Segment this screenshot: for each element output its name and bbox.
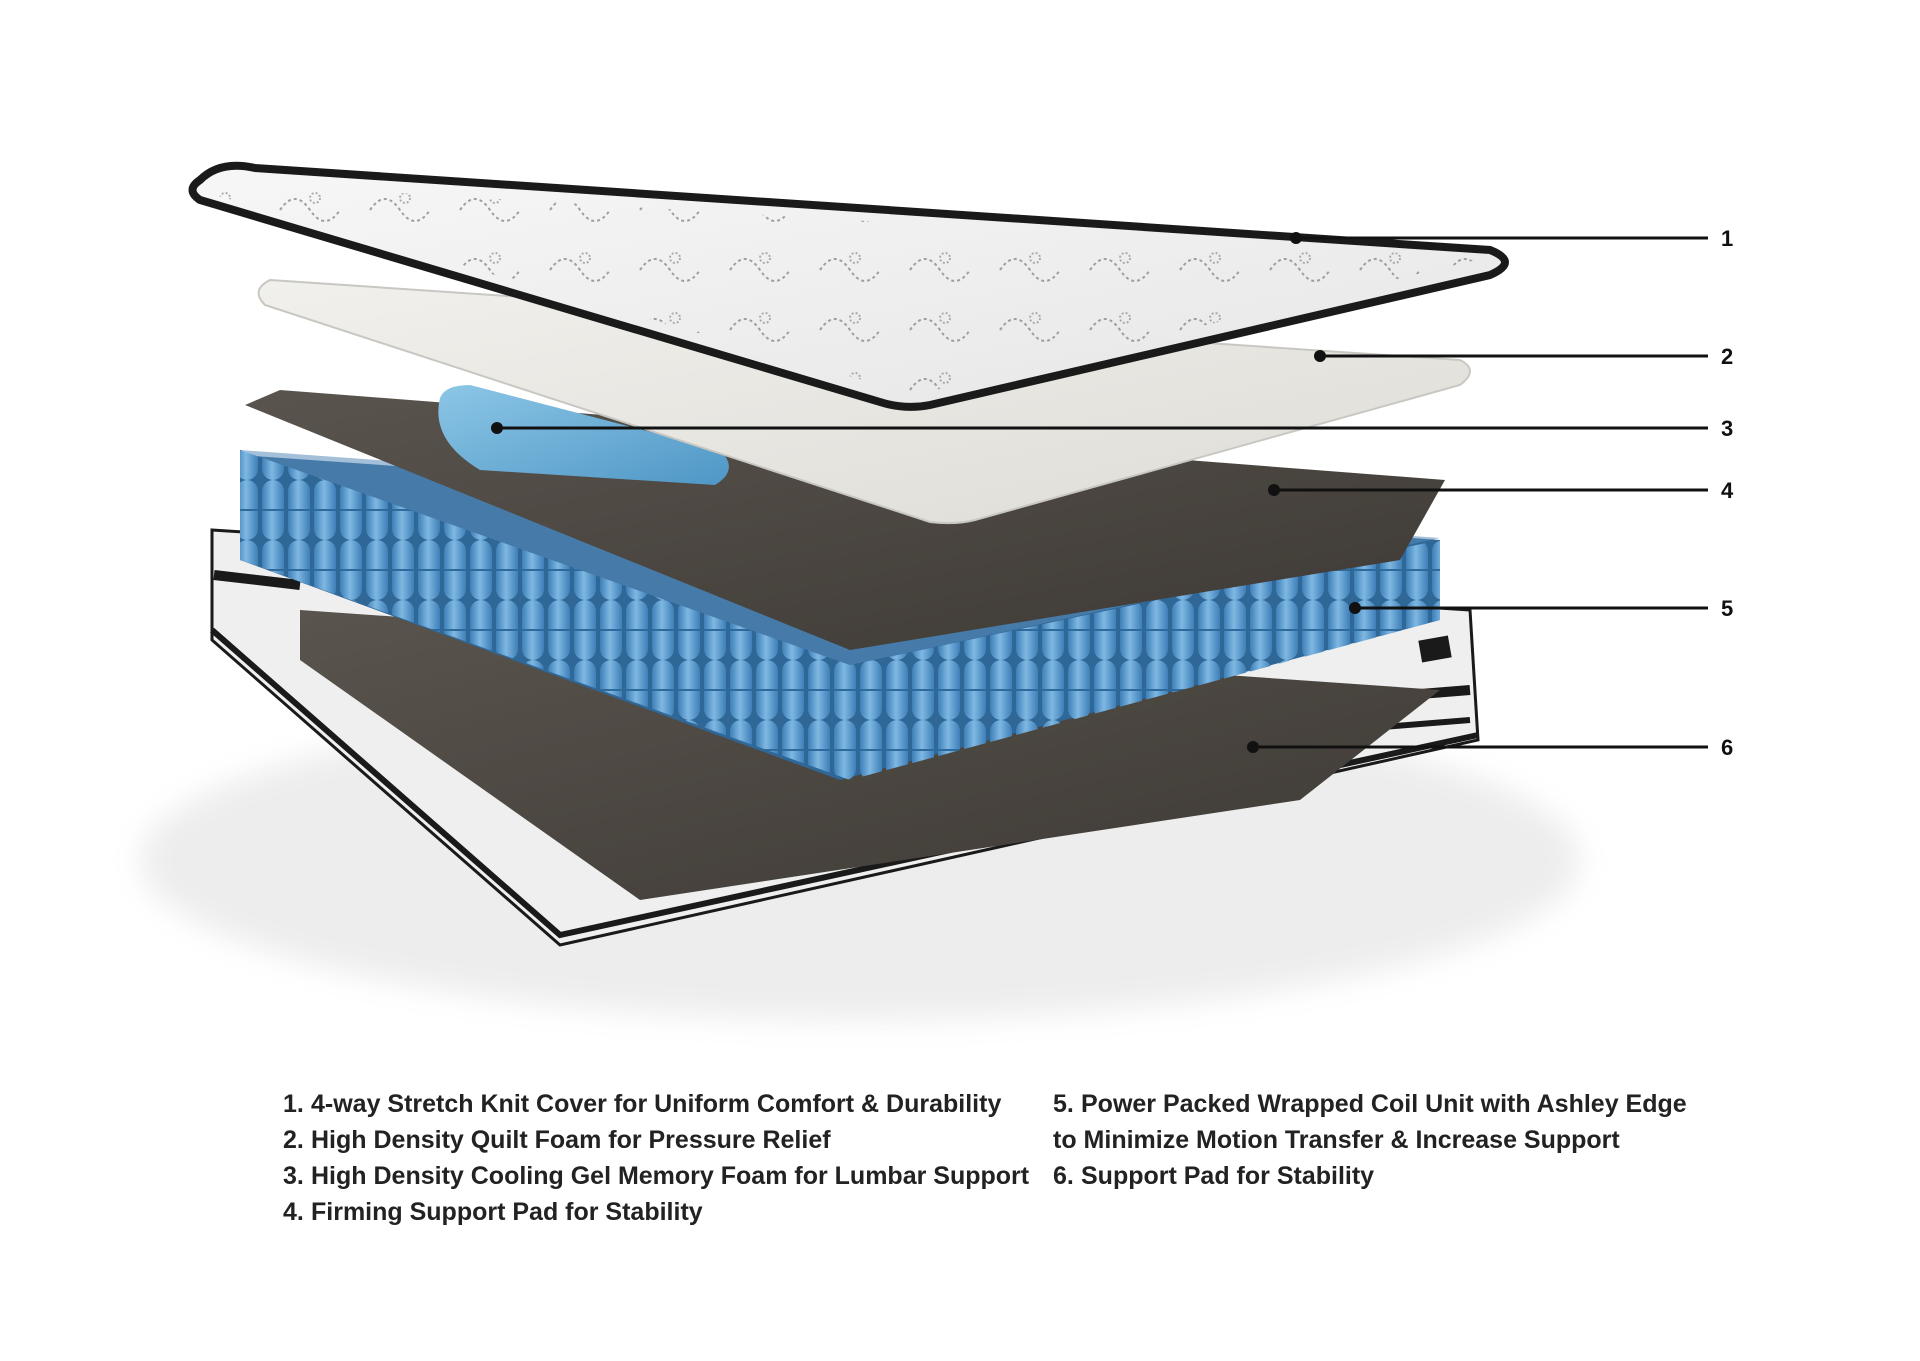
callout-lines: 1 2 3 4 5 6 xyxy=(491,226,1734,760)
legend-item-text: Support Pad for Stability xyxy=(1081,1162,1375,1190)
knit-cover-layer xyxy=(188,161,1509,411)
legend-right-column: 5.Power Packed Wrapped Coil Unit with As… xyxy=(1053,1086,1687,1194)
legend-item-text: High Density Cooling Gel Memory Foam for… xyxy=(311,1162,1030,1190)
callout-label-4: 4 xyxy=(1721,478,1734,503)
callout-label-3: 3 xyxy=(1721,416,1733,441)
legend-item: 4.Firming Support Pad for Stability xyxy=(283,1194,1029,1230)
legend-item: 1.4-way Stretch Knit Cover for Uniform C… xyxy=(283,1086,1029,1122)
cooling-gel-foam-layer xyxy=(438,385,729,485)
legend-item: 6.Support Pad for Stability xyxy=(1053,1158,1687,1194)
callout-label-2: 2 xyxy=(1721,344,1733,369)
legend-item-number: 2. xyxy=(283,1126,304,1154)
legend-item-number: 3. xyxy=(283,1162,304,1190)
legend-item-continuation: to Minimize Motion Transfer & Increase S… xyxy=(1053,1126,1620,1154)
legend-item-text: 4-way Stretch Knit Cover for Uniform Com… xyxy=(311,1090,1002,1118)
legend-item-number: 5. xyxy=(1053,1090,1074,1118)
callout-label-1: 1 xyxy=(1721,226,1733,251)
legend-item-number: 6. xyxy=(1053,1162,1074,1190)
legend-left-column: 1.4-way Stretch Knit Cover for Uniform C… xyxy=(283,1086,1029,1230)
legend-item: 3.High Density Cooling Gel Memory Foam f… xyxy=(283,1158,1029,1194)
callout-label-6: 6 xyxy=(1721,735,1733,760)
legend-item-text: High Density Quilt Foam for Pressure Rel… xyxy=(311,1126,831,1154)
legend-item-text: Firming Support Pad for Stability xyxy=(311,1198,703,1226)
legend-item: 5.Power Packed Wrapped Coil Unit with As… xyxy=(1053,1086,1687,1122)
callout-label-5: 5 xyxy=(1721,596,1733,621)
legend-item: 2.High Density Quilt Foam for Pressure R… xyxy=(283,1122,1029,1158)
legend-item-number: 4. xyxy=(283,1198,304,1226)
legend-item-text: Power Packed Wrapped Coil Unit with Ashl… xyxy=(1081,1090,1687,1118)
legend-item-number: 1. xyxy=(283,1090,304,1118)
